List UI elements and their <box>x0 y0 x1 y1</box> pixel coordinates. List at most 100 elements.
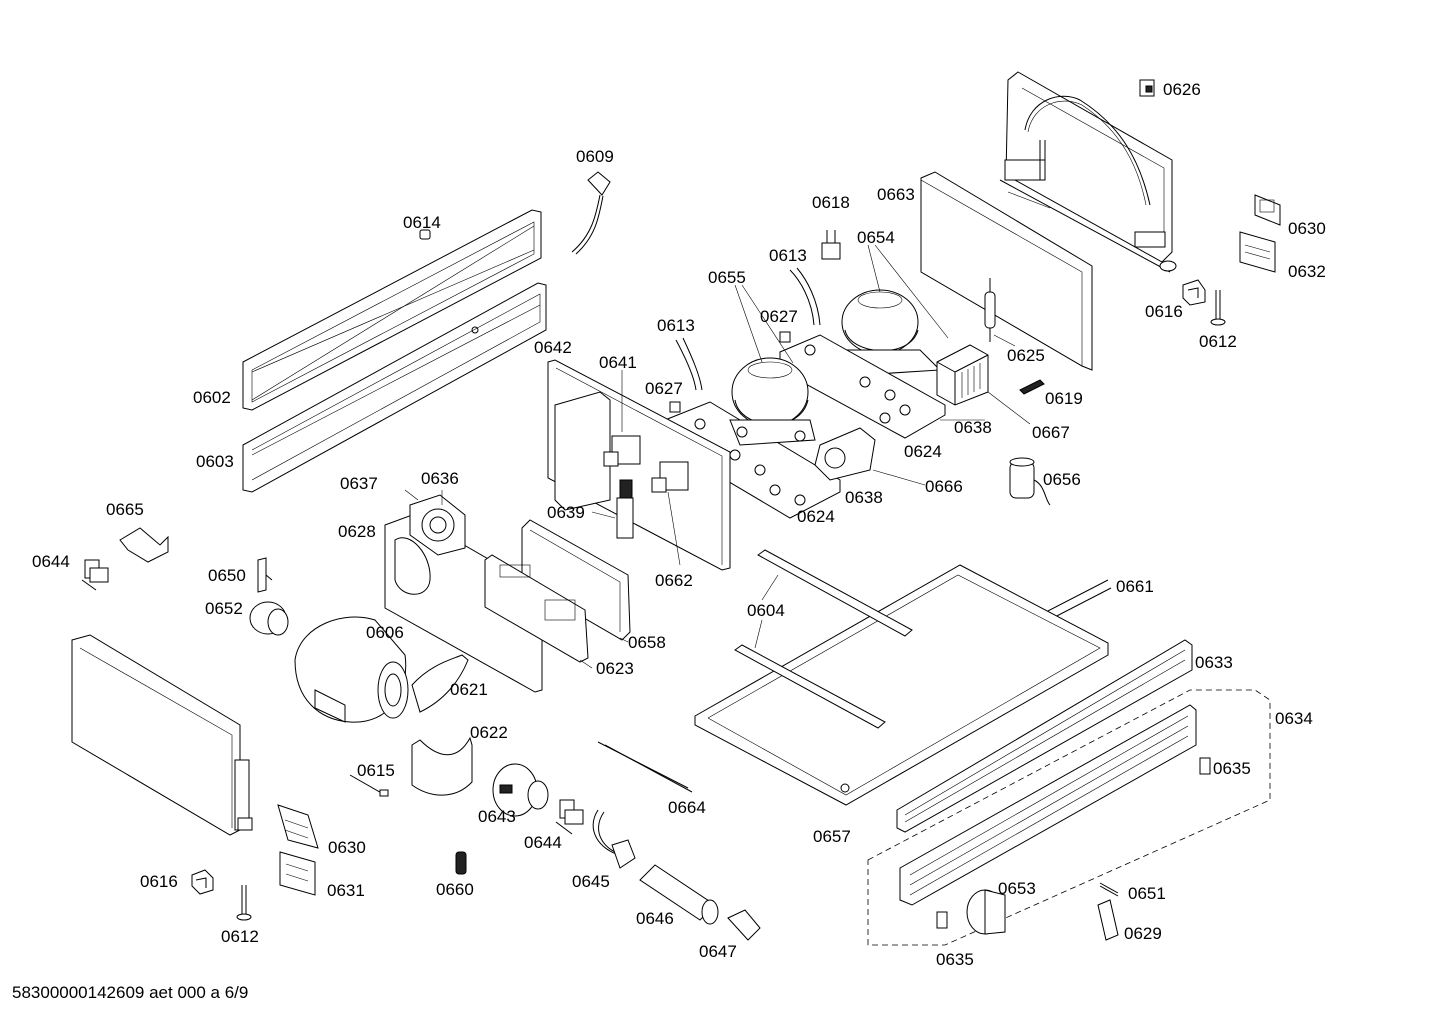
part-0667-control-box <box>936 344 989 406</box>
part-0666-motor <box>814 427 876 481</box>
label-0630-bottom: 0630 <box>328 838 366 857</box>
label-0621: 0621 <box>450 680 488 699</box>
part-0643-capacitor <box>492 763 549 817</box>
part-0650-clip <box>257 557 273 593</box>
part-0621-bracket <box>411 654 469 713</box>
part-0618-relay <box>821 230 841 260</box>
label-0630-top: 0630 <box>1288 219 1326 238</box>
label-0651: 0651 <box>1128 884 1166 903</box>
label-0663: 0663 <box>877 185 915 204</box>
leader-lines <box>404 191 1051 669</box>
part-0612-screw-bottom <box>236 885 252 921</box>
label-0654: 0654 <box>857 228 895 247</box>
label-0653: 0653 <box>998 879 1036 898</box>
part-0606-blower <box>294 616 409 723</box>
label-0644-left: 0644 <box>32 552 70 571</box>
label-0637: 0637 <box>340 474 378 493</box>
part-0616-clip-top <box>1182 279 1206 306</box>
label-0616-bottom: 0616 <box>140 872 178 891</box>
label-0612-bottom: 0612 <box>221 927 259 946</box>
part-0645-harness <box>592 809 636 869</box>
label-0602: 0602 <box>193 388 231 407</box>
label-0657: 0657 <box>813 827 851 846</box>
part-0631-bracket <box>279 851 316 896</box>
label-0604: 0604 <box>747 601 785 620</box>
label-0641: 0641 <box>599 353 637 372</box>
label-0661: 0661 <box>1116 577 1154 596</box>
part-0602-rail <box>242 209 542 411</box>
label-0626: 0626 <box>1163 80 1201 99</box>
part-0657-base-frame <box>694 564 1109 806</box>
label-0603: 0603 <box>196 452 234 471</box>
label-0616-top: 0616 <box>1145 302 1183 321</box>
part-0651-pin <box>1099 882 1119 897</box>
part-0609-power-cord <box>571 171 611 255</box>
part-0636-fan <box>409 494 466 556</box>
label-0634: 0634 <box>1275 709 1313 728</box>
part-0664-strap <box>597 741 693 793</box>
part-0655-compressor <box>664 357 841 519</box>
part-0616-clip-bottom <box>191 869 214 895</box>
label-0631: 0631 <box>327 881 365 900</box>
label-0646: 0646 <box>636 909 674 928</box>
part-0622-baffle <box>411 736 473 796</box>
part-0613-tube-b <box>675 337 703 391</box>
part-0660-spring <box>455 851 467 875</box>
label-0624-upper: 0624 <box>904 442 942 461</box>
part-rear-frame <box>999 71 1177 273</box>
label-0625: 0625 <box>1007 346 1045 365</box>
part-0662-valve <box>651 461 689 493</box>
part-0656-capacitor <box>1009 457 1051 506</box>
label-0650: 0650 <box>208 566 246 585</box>
label-0667: 0667 <box>1032 423 1070 442</box>
part-0630-bracket-top <box>1254 194 1281 226</box>
part-0603-rail <box>242 282 547 493</box>
part-0604-rail-a <box>757 549 913 637</box>
part-0626-clip <box>1139 79 1155 97</box>
part-0644-valve-center <box>555 799 584 835</box>
label-0656: 0656 <box>1043 470 1081 489</box>
part-0653-cup <box>966 889 1006 935</box>
label-0612-top: 0612 <box>1199 332 1237 351</box>
label-0642: 0642 <box>534 338 572 357</box>
part-0625-drier <box>984 278 996 342</box>
part-0665-bracket <box>119 527 169 563</box>
part-0627-bushing-a <box>669 401 681 413</box>
label-0613-upper: 0613 <box>769 246 807 265</box>
label-0664: 0664 <box>668 798 706 817</box>
label-0622: 0622 <box>470 723 508 742</box>
label-0623: 0623 <box>596 659 634 678</box>
label-0628: 0628 <box>338 522 376 541</box>
part-0632-bracket <box>1239 231 1276 273</box>
label-0639: 0639 <box>547 503 585 522</box>
label-0618: 0618 <box>812 193 850 212</box>
label-0652: 0652 <box>205 599 243 618</box>
label-0613-lower: 0613 <box>657 316 695 335</box>
part-0646-tube <box>639 864 719 925</box>
part-0627-bushing-b <box>779 331 791 343</box>
label-0629: 0629 <box>1124 924 1162 943</box>
label-0645: 0645 <box>572 872 610 891</box>
label-0635-bottom: 0635 <box>936 950 974 969</box>
label-0609: 0609 <box>576 147 614 166</box>
label-0666: 0666 <box>925 477 963 496</box>
part-0663-panel <box>920 171 1093 371</box>
label-0644-center: 0644 <box>524 833 562 852</box>
part-0630-bracket-bottom <box>277 804 319 849</box>
label-0638-lower: 0638 <box>845 488 883 507</box>
label-0614: 0614 <box>403 213 441 232</box>
label-0658: 0658 <box>628 633 666 652</box>
label-0606: 0606 <box>366 623 404 642</box>
label-0647: 0647 <box>699 942 737 961</box>
part-0652-roller <box>249 601 289 636</box>
part-0604-rail-b <box>734 644 886 729</box>
document-footer: 58300000142609 aet 000 a 6/9 <box>12 983 248 1002</box>
part-0612-screw-top <box>1210 290 1226 326</box>
part-0635-clip-bottom <box>936 911 948 929</box>
label-0627-lower: 0627 <box>645 379 683 398</box>
label-0660: 0660 <box>436 880 474 899</box>
label-0627-upper: 0627 <box>760 307 798 326</box>
label-0662: 0662 <box>655 571 693 590</box>
label-0619: 0619 <box>1045 389 1083 408</box>
label-0635-right: 0635 <box>1213 759 1251 778</box>
